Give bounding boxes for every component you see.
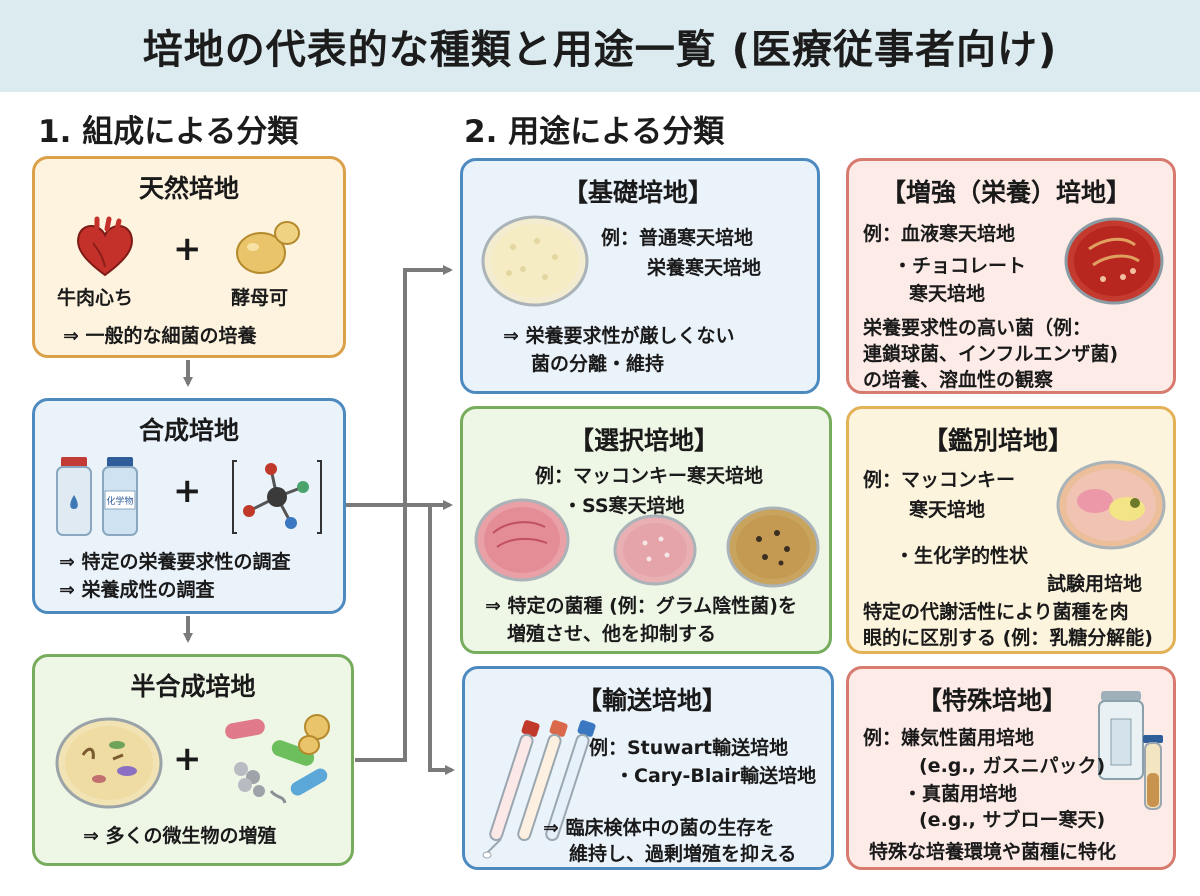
natural-medium-use: ⇒ 一般的な細菌の培養 <box>63 325 257 347</box>
section2-title: 2. 用途による分類 <box>464 114 725 150</box>
selective-medium-example-2: ・SS寒天培地 <box>563 495 685 517</box>
petri-dish-icon <box>55 717 163 809</box>
section1-title: 1. 組成による分類 <box>38 114 299 150</box>
enriched-medium-use-2: 連鎖球菌、インフルエンザ菌) <box>863 343 1119 365</box>
special-medium-box: 【特殊培地】 例：嫌気性菌用培地 (e.g., ガスニパック) ・真菌用培地 (… <box>846 666 1176 870</box>
enriched-medium-example-1: 例：血液寒天培地 <box>863 223 1016 245</box>
enriched-medium-use-1: 栄養要求性の高い菌（例： <box>863 317 1092 339</box>
transport-medium-heading: 【輸送培地】 <box>577 686 728 715</box>
mixed-nutrients-icon <box>225 714 330 804</box>
selective-medium-example-1: 例：マッコンキー寒天培地 <box>535 465 764 487</box>
enriched-medium-example-2: ・チョコレート <box>893 255 1027 277</box>
differential-medium-heading: 【鑑別培地】 <box>923 426 1074 455</box>
differential-medium-example-3: ・生化学的性状 <box>895 545 1029 567</box>
bottle-icon: 化学物 <box>56 457 138 536</box>
special-medium-example-3: ・真菌用培地 <box>903 783 1018 805</box>
basic-medium-use-1: ⇒ 栄養要求性が厳しくない <box>503 325 735 347</box>
title-banner: 培地の代表的な種類と用途一覧 (医療従事者向け) <box>0 0 1200 92</box>
semi-synthetic-medium-heading: 半合成培地 <box>130 672 256 701</box>
differential-medium-example-2: 寒天培地 <box>909 499 986 521</box>
natural-medium-heading: 天然培地 <box>138 174 239 203</box>
natural-item-beef-heart: 牛肉心ち <box>57 287 134 309</box>
differential-medium-example-4: 試験用培地 <box>1047 573 1143 595</box>
basic-medium-use-2: 菌の分離・維持 <box>531 353 665 375</box>
petri-dish-icon <box>481 215 589 307</box>
page-title: 培地の代表的な種類と用途一覧 (医療従事者向け) <box>142 27 1058 73</box>
synthetic-medium-use-1: ⇒ 特定の栄養要求性の調査 <box>59 551 291 573</box>
petri-dish-icon <box>613 514 697 586</box>
molecule-icon <box>232 460 322 534</box>
basic-medium-example-1: 例：普通寒天培地 <box>601 227 754 249</box>
enriched-medium-example-3: 寒天培地 <box>909 283 986 305</box>
petri-dish-icon <box>1056 460 1166 550</box>
heart-icon <box>77 216 133 277</box>
special-medium-example-2: (e.g., ガスニパック) <box>919 755 1106 777</box>
transport-medium-use-2: 維持し、過剰増殖を抑える <box>569 843 797 865</box>
special-medium-heading: 【特殊培地】 <box>917 686 1068 715</box>
special-medium-example-4: (e.g., サブロー寒天) <box>919 809 1106 831</box>
bottle-label: 化学物 <box>106 495 133 507</box>
selective-medium-use-2: 増殖させ、他を抑制する <box>507 623 717 645</box>
synthetic-medium-heading: 合成培地 <box>138 416 239 445</box>
natural-item-yeast: 酵母可 <box>231 287 289 309</box>
basic-medium-box: 【基礎培地】 例：普通寒天培地 栄養寒天培地 ⇒ 栄養要求性が厳しくない 菌の分… <box>460 158 820 394</box>
synthetic-medium-use-2: ⇒ 栄養成性の調査 <box>59 579 215 601</box>
plus-sign: + <box>173 471 202 511</box>
transport-medium-box: 【輸送培地】 例：Stuwart輸送培地 ・Cary-Blair輸送培地 ⇒ 臨… <box>462 666 834 870</box>
enriched-medium-box: 【増強（栄養）培地】 例：血液寒天培地 ・チョコレート 寒天培地 栄養要求性の高… <box>846 158 1176 394</box>
petri-dish-icon <box>726 506 820 588</box>
differential-medium-use-1: 特定の代謝活性により菌種を肉 <box>863 601 1129 623</box>
special-medium-example-1: 例：嫌気性菌用培地 <box>863 727 1035 749</box>
natural-medium-box: 天然培地 牛肉心ち + 酵母可 ⇒ 一般的な細菌の培養 <box>32 156 346 358</box>
semi-synthetic-medium-box: 半合成培地 + ⇒ 多くの微生物の増殖 <box>32 654 354 866</box>
petri-dish-icon <box>474 498 570 582</box>
selective-medium-heading: 【選択培地】 <box>569 426 720 455</box>
transport-medium-use-1: ⇒ 臨床検体中の菌の生存を <box>543 817 775 839</box>
selective-medium-box: 【選択培地】 例：マッコンキー寒天培地 ・SS寒天培地 ⇒ 特定の菌種 (例：グ… <box>460 406 832 654</box>
plus-sign: + <box>173 229 202 269</box>
anaerobic-jar-icon <box>1098 691 1163 810</box>
swab-icon <box>482 720 596 859</box>
special-medium-use: 特殊な培養環境や菌種に特化 <box>869 841 1117 863</box>
transport-medium-example-1: 例：Stuwart輸送培地 <box>589 737 789 759</box>
selective-medium-use-1: ⇒ 特定の菌種 (例：グラム陰性菌)を <box>485 595 797 617</box>
basic-medium-heading: 【基礎培地】 <box>563 178 714 207</box>
differential-medium-box: 【鑑別培地】 例：マッコンキー 寒天培地 ・生化学的性状 試験用培地 特定の代謝… <box>846 406 1176 654</box>
enriched-medium-use-3: の培養、溶血性の観察 <box>863 369 1054 391</box>
basic-medium-example-2: 栄養寒天培地 <box>647 257 762 279</box>
differential-medium-example-1: 例：マッコンキー <box>863 469 1016 491</box>
transport-medium-example-2: ・Cary-Blair輸送培地 <box>615 765 817 787</box>
synthetic-medium-box: 合成培地 化学物 + ⇒ 特定の栄養要求性の調査 ⇒ 栄養成性の調査 <box>32 398 346 614</box>
differential-medium-use-2: 眼的に区別する (例：乳糖分解能) <box>863 627 1153 649</box>
petri-dish-icon <box>1064 217 1164 305</box>
yeast-icon <box>236 221 300 274</box>
semi-synthetic-medium-use: ⇒ 多くの微生物の増殖 <box>83 825 277 847</box>
enriched-medium-heading: 【増強（栄養）培地】 <box>881 178 1132 207</box>
plus-sign: + <box>173 739 202 779</box>
